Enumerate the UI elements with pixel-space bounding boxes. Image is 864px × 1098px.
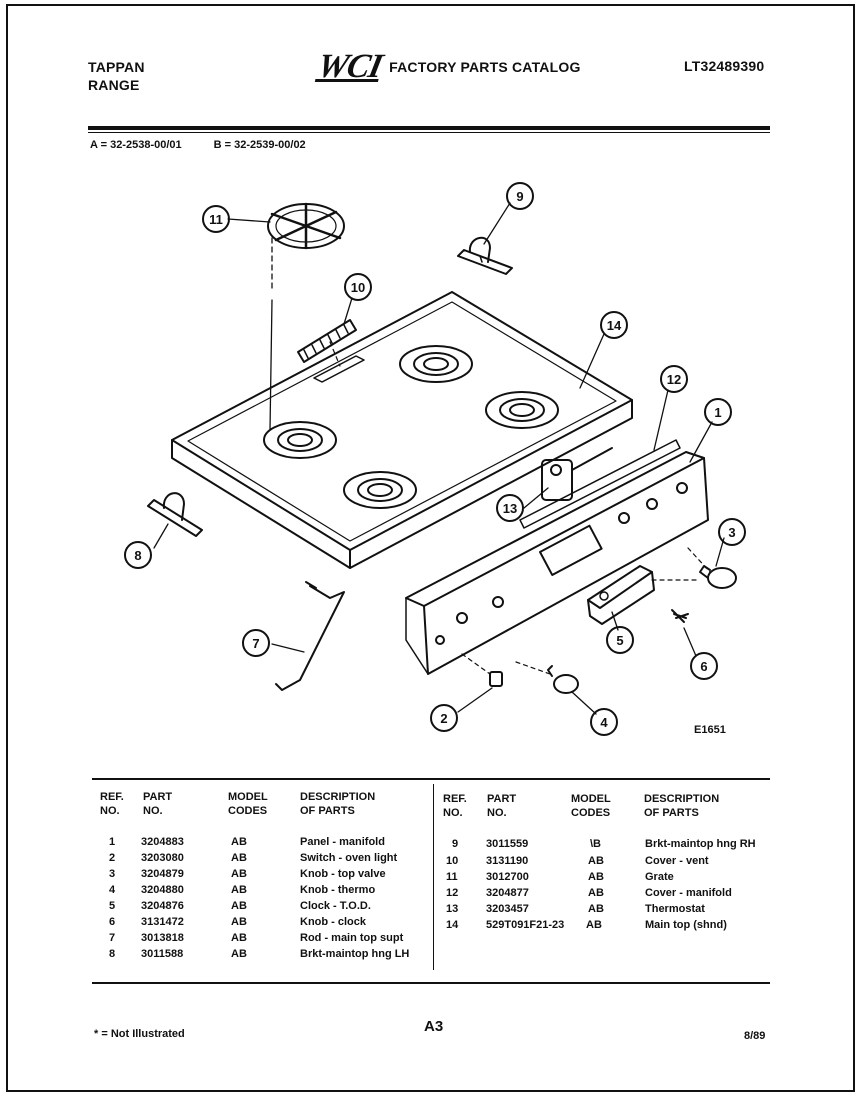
page-number: A3	[424, 1018, 444, 1035]
callout-8-number: 8	[134, 548, 141, 563]
grate-drawing	[267, 202, 345, 431]
callout-11-number: 11	[209, 212, 223, 227]
callout-3-number: 3	[728, 525, 735, 540]
table-bottom-rule	[92, 982, 770, 984]
thermostat-drawing	[541, 447, 613, 501]
callout-14	[600, 311, 628, 339]
manifold-cover-drawing	[519, 439, 681, 529]
callout-5	[606, 626, 634, 654]
header-rule	[88, 126, 770, 130]
callout-2-number: 2	[440, 711, 447, 726]
catalog-date: 8/89	[744, 1030, 766, 1042]
knob-top-valve-drawing	[687, 547, 737, 589]
exploded-parts-diagram: 1 2 3 4 5 6 7 8 9 10 11 12 13 14	[124, 182, 746, 736]
callout-13-number: 13	[503, 501, 517, 516]
main-top-drawing	[171, 291, 633, 569]
brand-name: TAPPAN	[88, 59, 145, 75]
callout-14-number: 14	[607, 318, 622, 333]
page-frame	[6, 4, 855, 1092]
callout-1-number: 1	[714, 405, 721, 420]
callout-7	[242, 629, 270, 657]
not-illustrated-note: * = Not Illustrated	[94, 1028, 185, 1040]
product-type: RANGE	[88, 77, 140, 93]
ref-header-left: REF.NO.	[100, 791, 124, 817]
callout-6	[690, 652, 718, 680]
callout-4-number: 4	[600, 715, 608, 730]
callout-12	[660, 365, 688, 393]
callout-5-number: 5	[616, 633, 623, 648]
catalog-title: FACTORY PARTS CATALOG	[389, 59, 581, 75]
callout-7-number: 7	[252, 636, 259, 651]
header-rule-thin	[88, 132, 770, 133]
table-top-rule	[92, 778, 770, 780]
catalog-number: LT32489390	[684, 58, 765, 74]
brand-block: TAPPAN RANGE	[88, 58, 145, 94]
support-rod-drawing	[275, 581, 345, 691]
oven-light-switch-drawing	[461, 653, 503, 687]
table-divider	[433, 784, 434, 970]
clock-drawing	[587, 565, 701, 625]
callout-9-number: 9	[516, 189, 523, 204]
hinge-bracket-lh-drawing	[147, 492, 203, 537]
clock-knob-drawing	[671, 609, 689, 623]
manifold-panel-drawing	[405, 451, 709, 675]
callout-circles	[124, 182, 746, 736]
model-list: A = 32-2538-00/01 B = 32-2539-00/02	[90, 139, 306, 151]
vent-cover-drawing	[297, 319, 357, 367]
thermo-knob-drawing	[515, 661, 579, 694]
callout-11	[202, 205, 230, 233]
callout-2	[430, 704, 458, 732]
callout-4	[590, 708, 618, 736]
ref-header-right: REF.NO.	[443, 793, 467, 819]
callout-1	[704, 398, 732, 426]
callout-9	[506, 182, 534, 210]
callout-12-number: 12	[667, 372, 681, 387]
model-b: B = 32-2539-00/02	[213, 139, 306, 151]
callout-10-number: 10	[351, 280, 365, 295]
callout-3	[718, 518, 746, 546]
callout-10	[344, 273, 372, 301]
callout-8	[124, 541, 152, 569]
hinge-bracket-rh-drawing	[457, 237, 513, 275]
callout-13	[496, 494, 524, 522]
callout-6-number: 6	[700, 659, 707, 674]
catalog-header: WCI FACTORY PARTS CATALOG	[314, 48, 581, 86]
diagram-id: E1651	[694, 724, 726, 736]
model-a: A = 32-2538-00/01	[90, 139, 182, 151]
